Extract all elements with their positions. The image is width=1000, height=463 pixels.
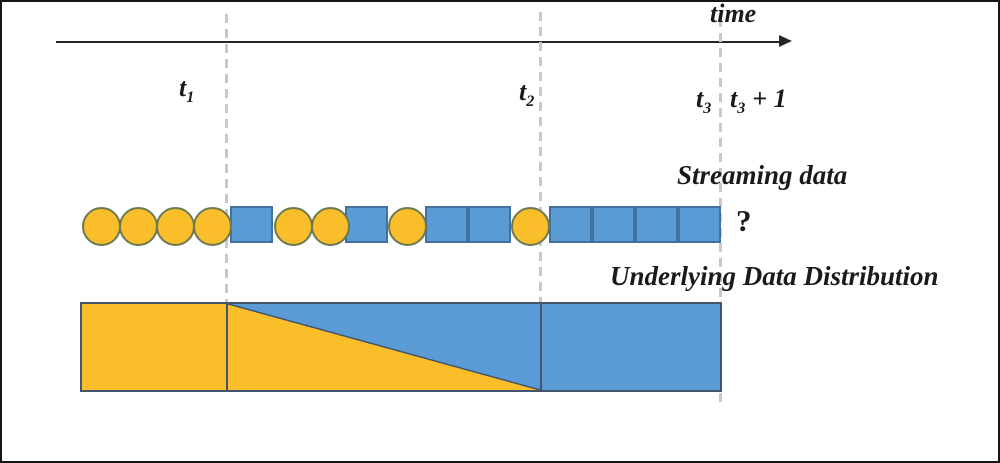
marker-label-t2: t2 <box>519 77 534 110</box>
stream-sample-circle <box>311 207 350 246</box>
marker-t3p1-subscript: 3 <box>737 100 746 118</box>
unknown-next-sample-label: ? <box>736 203 752 238</box>
time-axis-arrowhead-icon <box>779 35 792 47</box>
stream-sample-square <box>468 206 511 243</box>
marker-label-t1: t1 <box>179 73 194 106</box>
marker-t3p1-base: t <box>730 84 738 113</box>
stream-sample-square <box>549 206 592 243</box>
dashed-line-t2 <box>539 12 542 302</box>
stream-sample-square <box>678 206 721 243</box>
stream-sample-square <box>592 206 635 243</box>
marker-t3p1-suffix: + 1 <box>752 84 787 113</box>
stream-sample-circle <box>82 207 121 246</box>
marker-t3-base: t <box>696 84 704 113</box>
stream-sample-circle <box>388 207 427 246</box>
marker-label-t3: t3 <box>696 84 711 117</box>
distribution-segment-solid-gold <box>80 302 228 392</box>
time-axis-label: time <box>710 0 757 28</box>
marker-t1-subscript: 1 <box>186 89 195 107</box>
marker-t1-base: t <box>179 73 187 102</box>
stream-sample-square <box>635 206 678 243</box>
streaming-data-label: Streaming data <box>677 160 848 190</box>
distribution-segment-solid-blue <box>540 302 722 392</box>
marker-t2-base: t <box>519 77 527 106</box>
time-axis-line <box>56 41 782 43</box>
stream-sample-square <box>345 206 388 243</box>
stream-sample-circle <box>274 207 313 246</box>
stream-sample-circle <box>119 207 158 246</box>
stream-sample-circle <box>193 207 232 246</box>
marker-t3-subscript: 3 <box>703 100 712 118</box>
stream-sample-square <box>425 206 468 243</box>
dashed-line-t1 <box>225 14 228 302</box>
marker-label-t3-plus-1: t3 + 1 <box>730 84 787 117</box>
stream-sample-square <box>230 206 273 243</box>
stream-sample-circle <box>511 207 550 246</box>
underlying-distribution-label: Underlying Data Distribution <box>610 261 939 291</box>
stream-sample-circle <box>156 207 195 246</box>
marker-t2-subscript: 2 <box>526 93 535 111</box>
distribution-segment-gold-to-blue-transition <box>226 302 542 392</box>
